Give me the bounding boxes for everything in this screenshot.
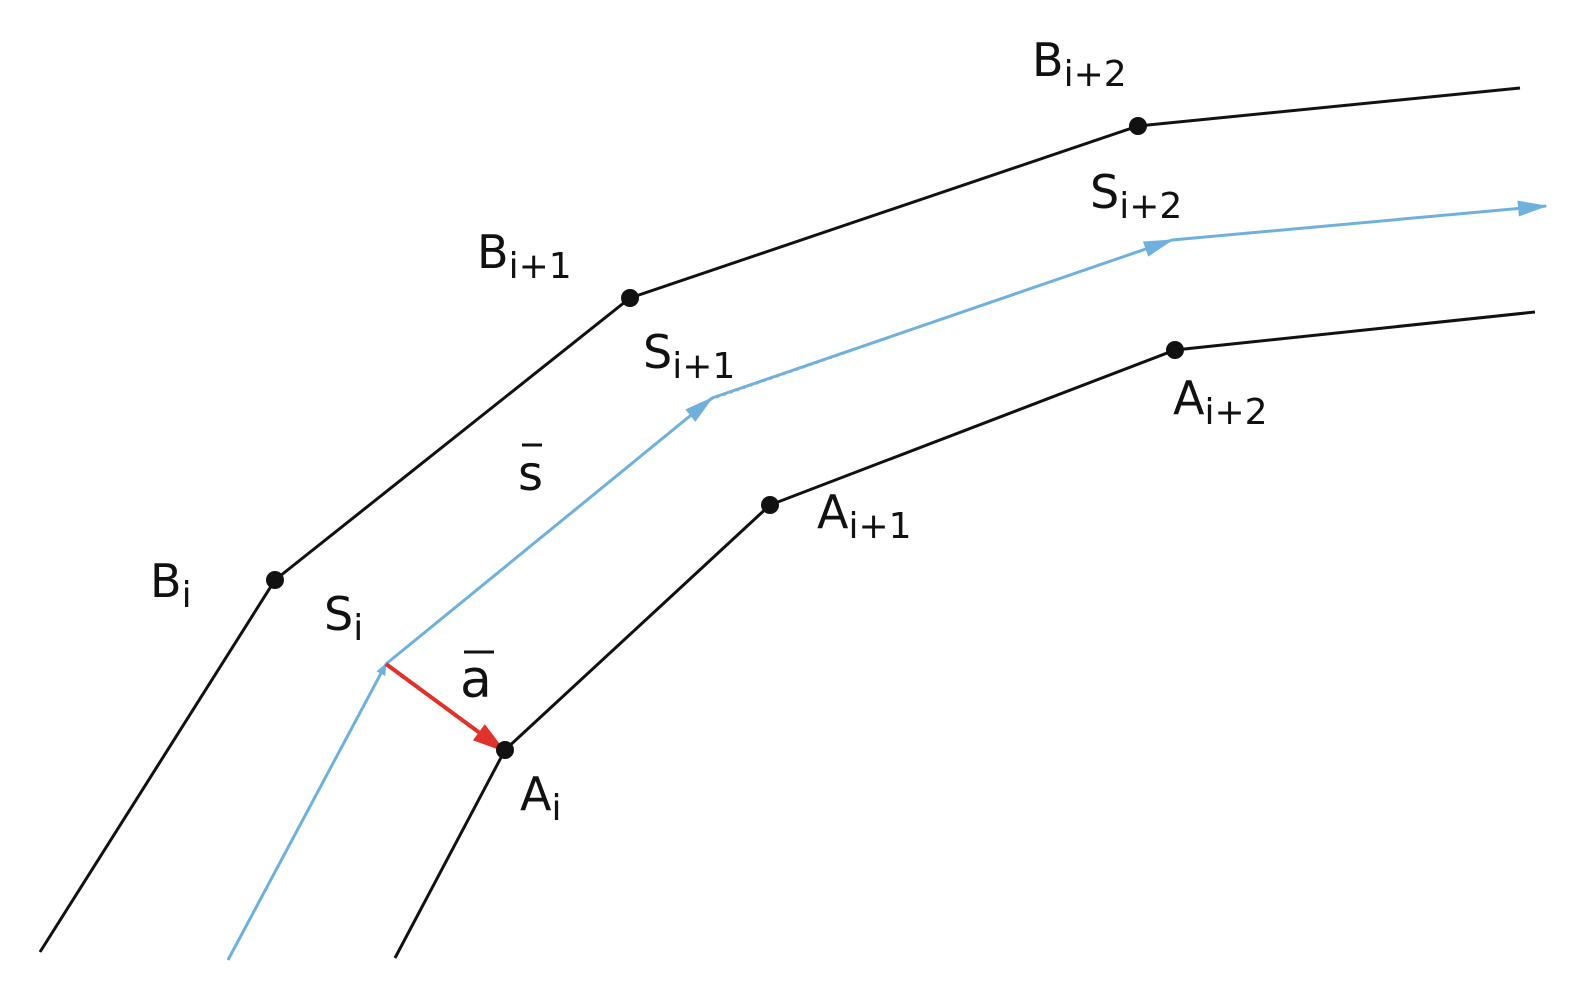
label-s-i1: Si+1	[643, 325, 735, 387]
label-b-i1: Bi+1	[477, 225, 572, 287]
label-s-i2: Si+2	[1090, 165, 1182, 227]
label-s-bar: s	[518, 443, 543, 502]
centerline-s	[226, 200, 1548, 961]
label-b-i: Bi	[150, 554, 192, 616]
label-a-bar: a	[460, 650, 494, 710]
boundary-a-line	[393, 310, 1536, 959]
vertex-b-i	[266, 571, 284, 589]
vertex-points	[266, 117, 1184, 759]
label-a-i2: Ai+2	[1173, 371, 1268, 433]
svg-text:a: a	[460, 650, 492, 710]
label-a-i1: Ai+1	[817, 485, 912, 547]
vertex-a-i1	[761, 496, 779, 514]
label-a-i: Ai	[520, 767, 561, 829]
label-s-i: Si	[324, 587, 363, 649]
svg-text:s: s	[518, 446, 543, 502]
vertex-a-i2	[1166, 341, 1184, 359]
boundary-b-line	[38, 86, 1521, 953]
vertex-b-i1	[621, 289, 639, 307]
offset-vector-a	[384, 662, 507, 753]
vertex-b-i2	[1129, 117, 1147, 135]
vertex-a-i	[496, 741, 514, 759]
label-b-i2: Bi+2	[1032, 33, 1127, 95]
